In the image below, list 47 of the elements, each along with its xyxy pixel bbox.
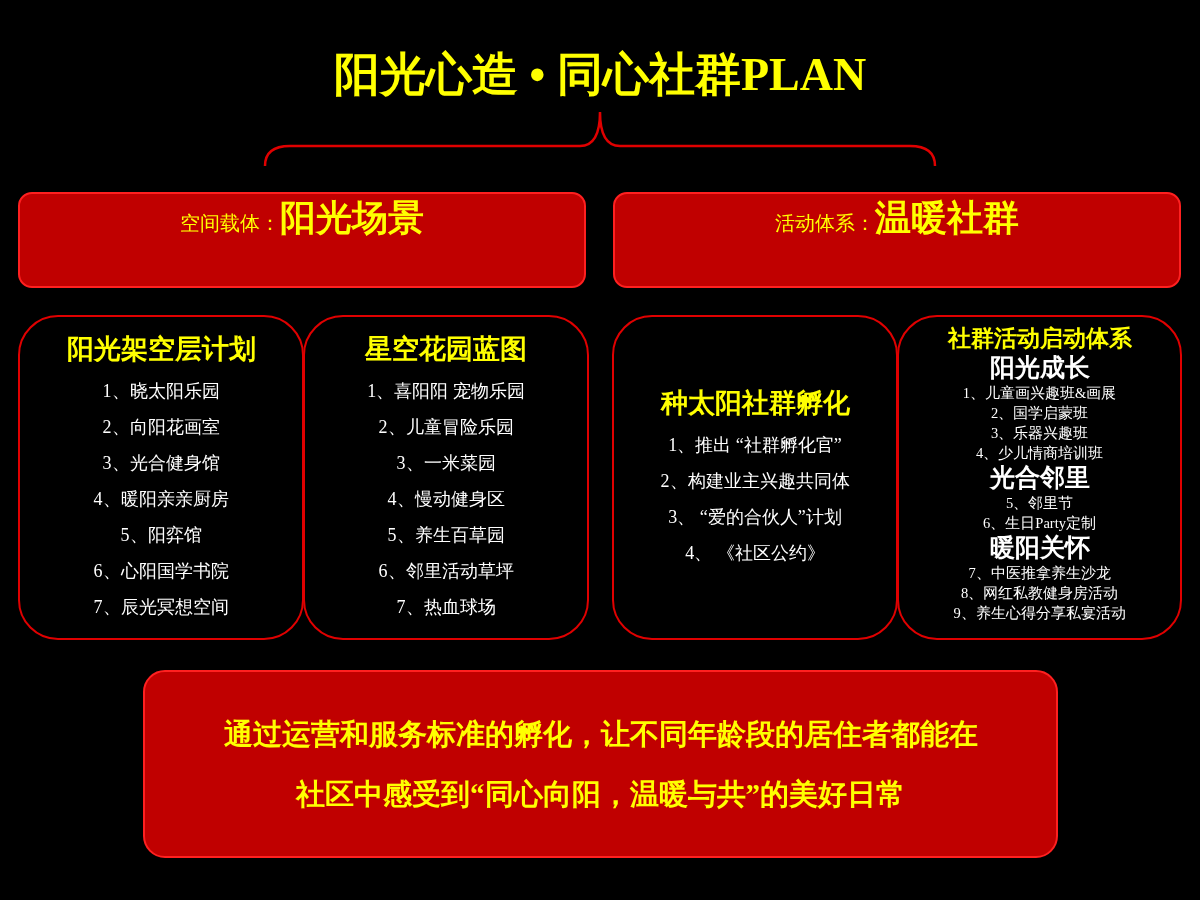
banner-heading: 阳光场景: [280, 197, 424, 240]
subheading: 暖阳关怀: [989, 533, 1090, 563]
list-item: 1、儿童画兴趣班&画展: [962, 384, 1117, 403]
list-item: 4、少儿情商培训班: [975, 444, 1104, 463]
list-item: 4、暖阳亲亲厨房: [93, 487, 229, 511]
summary-banner: [143, 670, 1058, 858]
list-item: 5、养生百草园: [387, 523, 505, 547]
list-item: 2、构建业主兴趣共同体: [660, 469, 850, 493]
list-item: 2、国学启蒙班: [990, 404, 1089, 423]
list-item: 3、乐器兴趣班: [990, 424, 1089, 443]
plan-card: [18, 315, 304, 640]
list-item: 7、中医推拿养生沙龙: [968, 564, 1111, 583]
list-item: 3、一米菜园: [396, 451, 496, 475]
plan-card: [303, 315, 589, 640]
list-item: 1、推出 “社群孵化官”: [668, 433, 842, 457]
card-heading: 社群活动启动体系: [947, 325, 1132, 353]
list-item: 5、阳弈馆: [120, 523, 202, 547]
list-item: 5、邻里节: [1005, 494, 1074, 513]
card-heading: 种太阳社群孵化: [660, 386, 850, 420]
card-heading: 阳光架空层计划: [66, 332, 256, 366]
subheading: 光合邻里: [989, 463, 1090, 493]
plan-card: [897, 315, 1182, 640]
list-item: 1、喜阳阳 宠物乐园: [367, 379, 525, 403]
list-item: 6、生日Party定制: [983, 514, 1096, 533]
list-item: 3、光合健身馆: [102, 451, 220, 475]
list-item: 6、邻里活动草坪: [378, 559, 514, 583]
list-item: 2、向阳花画室: [102, 415, 220, 439]
list-item: 9、养生心得分享私宴活动: [953, 604, 1126, 623]
title: 阳光心造 • 同心社群PLAN: [332, 48, 868, 102]
subheading: 阳光成长: [989, 353, 1090, 383]
banner-label: 活动体系：: [775, 211, 875, 236]
banner-label: 空间载体：: [180, 211, 280, 236]
list-item: 8、网红私教健身房活动: [960, 584, 1119, 603]
list-item: 7、热血球场: [396, 595, 496, 619]
banner-heading: 温暖社群: [875, 197, 1019, 240]
category-banner: [18, 192, 586, 288]
summary-text: 通过运营和服务标准的孵化，让不同年龄段的居住者都能在社区中感受到“同心向阳，温暖与共”的美好日常: [222, 717, 979, 812]
plan-card: [612, 315, 898, 640]
list-item: 1、晓太阳乐园: [102, 379, 220, 403]
list-item: 6、心阳国学书院: [93, 559, 229, 583]
category-banner: [613, 192, 1181, 288]
card-heading: 星空花园蓝图: [365, 332, 527, 366]
list-item: 3、 “爱的合伙人”计划: [668, 505, 842, 529]
list-item: 2、儿童冒险乐园: [378, 415, 514, 439]
list-item: 4、 《社区公约》: [685, 541, 825, 565]
list-item: 7、辰光冥想空间: [93, 595, 229, 619]
list-item: 4、慢动健身区: [387, 487, 505, 511]
